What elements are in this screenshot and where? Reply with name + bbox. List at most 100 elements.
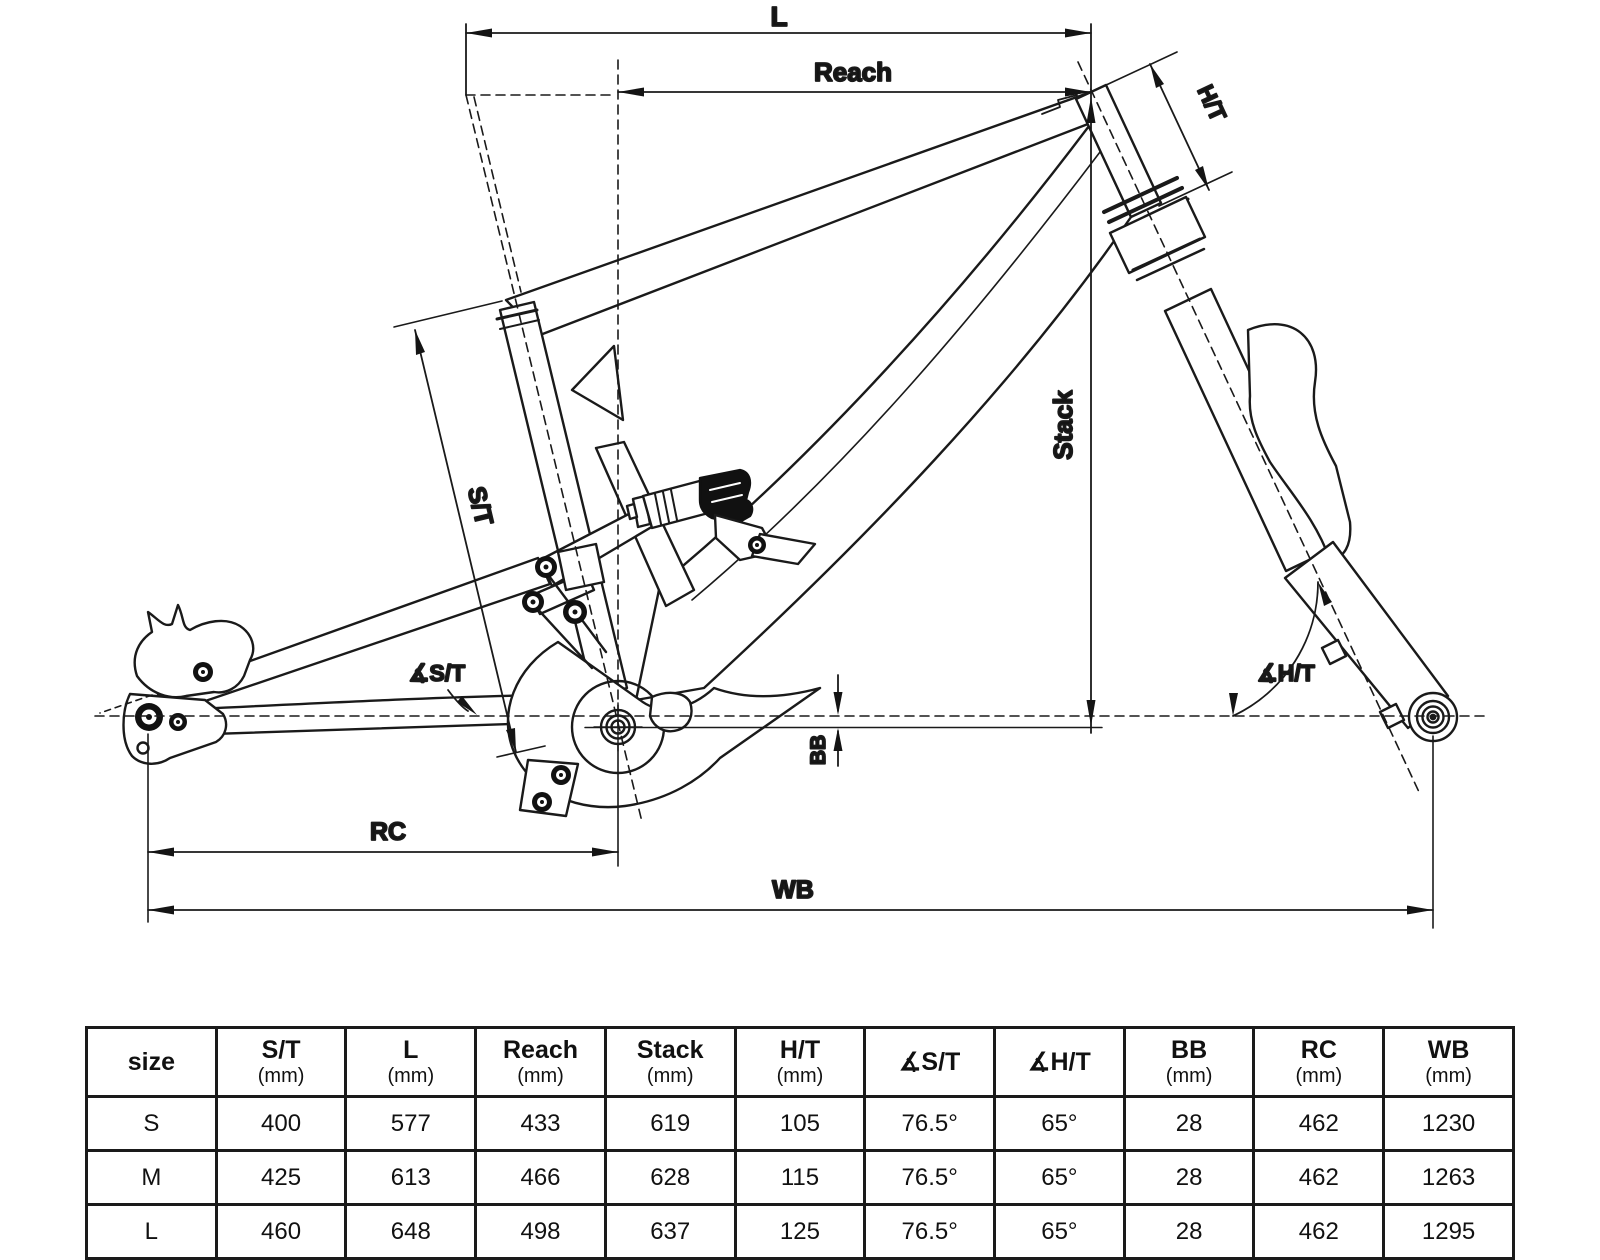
rear-axle-bolt	[135, 703, 163, 731]
col-header-unit-1: (mm)	[257, 1064, 305, 1087]
crown-band-2	[1135, 247, 1206, 282]
value-cell: 462	[1252, 1095, 1386, 1152]
value-cell: 637	[603, 1203, 737, 1260]
value-cell: 648	[344, 1203, 478, 1260]
value-cell: 433	[474, 1095, 607, 1152]
value-cell: 125	[733, 1203, 867, 1260]
rear-brake-caliper	[133, 603, 255, 699]
col-header-2: L(mm)	[344, 1026, 478, 1098]
col-header-unit-9: (mm)	[1295, 1064, 1343, 1087]
value-cell: 105	[733, 1095, 867, 1152]
reservoir-detail-2	[711, 494, 743, 503]
shock-ring-3	[670, 489, 678, 521]
headset-band-1	[1102, 176, 1179, 214]
shock-reservoir	[698, 468, 754, 526]
dimensions: L Reach Stack	[147, 0, 1434, 929]
shock-nub	[625, 502, 639, 521]
col-header-10: WB(mm)	[1382, 1026, 1515, 1098]
value-cell: 1263	[1382, 1149, 1515, 1206]
fork-crown	[1108, 195, 1207, 275]
value-cell: 425	[214, 1149, 348, 1206]
col-header-unit-4: (mm)	[646, 1064, 694, 1087]
dimension-wb: WB	[147, 735, 1434, 929]
col-header-8: BB(mm)	[1122, 1026, 1256, 1098]
label-stack: Stack	[1048, 390, 1078, 460]
dimension-bb: BB	[806, 674, 843, 767]
crown-band-1	[1131, 237, 1202, 272]
value-cell: 76.5°	[863, 1149, 997, 1206]
bike-frame-drawing	[122, 83, 1459, 818]
chain-guide	[648, 691, 693, 733]
size-cell: S	[85, 1095, 218, 1152]
label-bb: BB	[807, 735, 830, 765]
col-header-4: Stack(mm)	[603, 1026, 737, 1098]
caliper-bolt	[193, 662, 213, 682]
dimension-l: L	[465, 0, 1092, 96]
dimension-stack: Stack	[1047, 23, 1096, 734]
pivot-bolts	[135, 536, 766, 812]
value-cell: 65°	[993, 1095, 1126, 1152]
dimension-reach: Reach	[617, 56, 1092, 97]
value-cell: 1295	[1382, 1203, 1515, 1260]
seat-clamp-line-2	[499, 319, 540, 330]
col-header-3: Reach(mm)	[474, 1026, 607, 1098]
pivot-link-b	[532, 792, 552, 812]
seat-post-axis-line	[473, 96, 522, 293]
value-cell: 65°	[993, 1203, 1126, 1260]
value-cell: 577	[344, 1095, 478, 1152]
head-tube	[1074, 83, 1163, 219]
value-cell: 619	[603, 1095, 737, 1152]
head-junction-step	[1041, 94, 1078, 115]
pivot-rocker	[563, 600, 587, 624]
col-header-unit-8: (mm)	[1165, 1064, 1213, 1087]
geometry-diagram: L Reach Stack	[94, 0, 1489, 929]
value-cell: 462	[1252, 1203, 1386, 1260]
dimension-angle-ht: ∡H/T	[1229, 581, 1332, 717]
reservoir-detail-1	[709, 482, 741, 491]
size-cell: L	[85, 1203, 218, 1260]
fork-arch	[1246, 323, 1352, 562]
label-rc: RC	[370, 818, 406, 846]
col-header-9: RC(mm)	[1252, 1026, 1386, 1098]
size-cell: M	[85, 1149, 218, 1206]
value-cell: 400	[214, 1095, 348, 1152]
col-header-unit-2: (mm)	[387, 1064, 435, 1087]
value-cell: 498	[474, 1203, 607, 1260]
link-arm-2	[531, 602, 594, 670]
value-cell: 462	[1252, 1149, 1386, 1206]
col-header-5: H/T(mm)	[733, 1026, 867, 1098]
value-cell: 466	[474, 1149, 607, 1206]
label-st: S/T	[462, 484, 498, 528]
label-l: L	[770, 1, 787, 32]
gusset-triangle	[570, 344, 625, 422]
label-ht: H/T	[1192, 81, 1231, 126]
label-angle-st: ∡S/T	[409, 660, 465, 686]
pivot-link-a	[551, 765, 571, 785]
col-header-unit-10: (mm)	[1425, 1064, 1472, 1087]
value-cell: 115	[733, 1149, 867, 1206]
front-axle-ring-2	[1421, 705, 1445, 729]
fork-lowers	[1283, 540, 1450, 730]
seat-stay-axis-line	[99, 694, 153, 714]
label-wb: WB	[772, 876, 814, 904]
pivot-lower	[522, 591, 544, 613]
col-header-7: ∡H/T	[993, 1026, 1126, 1098]
dimension-rc: RC	[147, 733, 619, 923]
reference-lines	[94, 59, 1489, 823]
value-cell: 1230	[1382, 1095, 1515, 1152]
seat-tube-axis-line	[465, 94, 643, 823]
label-reach: Reach	[814, 57, 892, 87]
value-cell: 65°	[993, 1149, 1126, 1206]
dropout-bolt	[169, 713, 187, 731]
col-header-0: size	[85, 1026, 218, 1098]
value-cell: 613	[344, 1149, 478, 1206]
col-header-unit-3: (mm)	[517, 1064, 564, 1087]
dimension-angle-st: ∡S/T	[408, 659, 477, 715]
value-cell: 76.5°	[863, 1203, 997, 1260]
front-axle-ring-1	[1415, 699, 1451, 735]
